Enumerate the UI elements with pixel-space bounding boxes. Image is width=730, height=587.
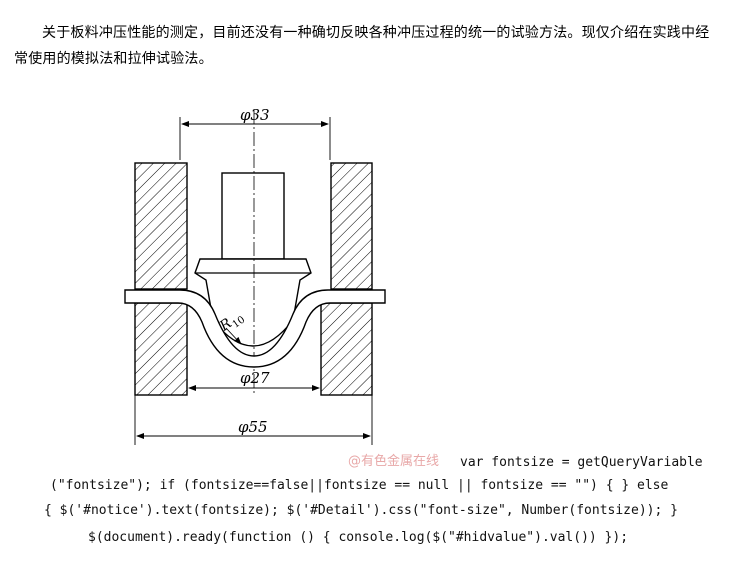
dim-mid-label: φ27 (240, 369, 270, 387)
code-line: var fontsize = getQueryVariable (460, 455, 703, 470)
right-lower-die (320, 302, 373, 396)
left-lower-die (134, 302, 188, 396)
right-upper-holder (330, 162, 373, 290)
sheet-specimen (124, 289, 386, 368)
article-paragraph: 关于板料冲压性能的测定，目前还没有一种确切反映各种冲压过程的统一的试验方法。现仅… (14, 25, 710, 67)
code-line: { $('#notice').text(fontsize); $('#Detai… (44, 503, 678, 518)
left-upper-holder (134, 162, 188, 290)
watermark: @有色金属在线 (348, 454, 440, 469)
code-line: ("fontsize"); if (fontsize==false||fonts… (50, 478, 669, 493)
punch-shank (221, 172, 285, 260)
die-cross-section-figure: φ33 φ27 φ55 R 10 (0, 90, 730, 450)
dim-bottom-label: φ55 (238, 418, 268, 436)
dim-top-label: φ33 (240, 106, 270, 124)
code-line: $(document).ready(function () { console.… (88, 530, 629, 545)
